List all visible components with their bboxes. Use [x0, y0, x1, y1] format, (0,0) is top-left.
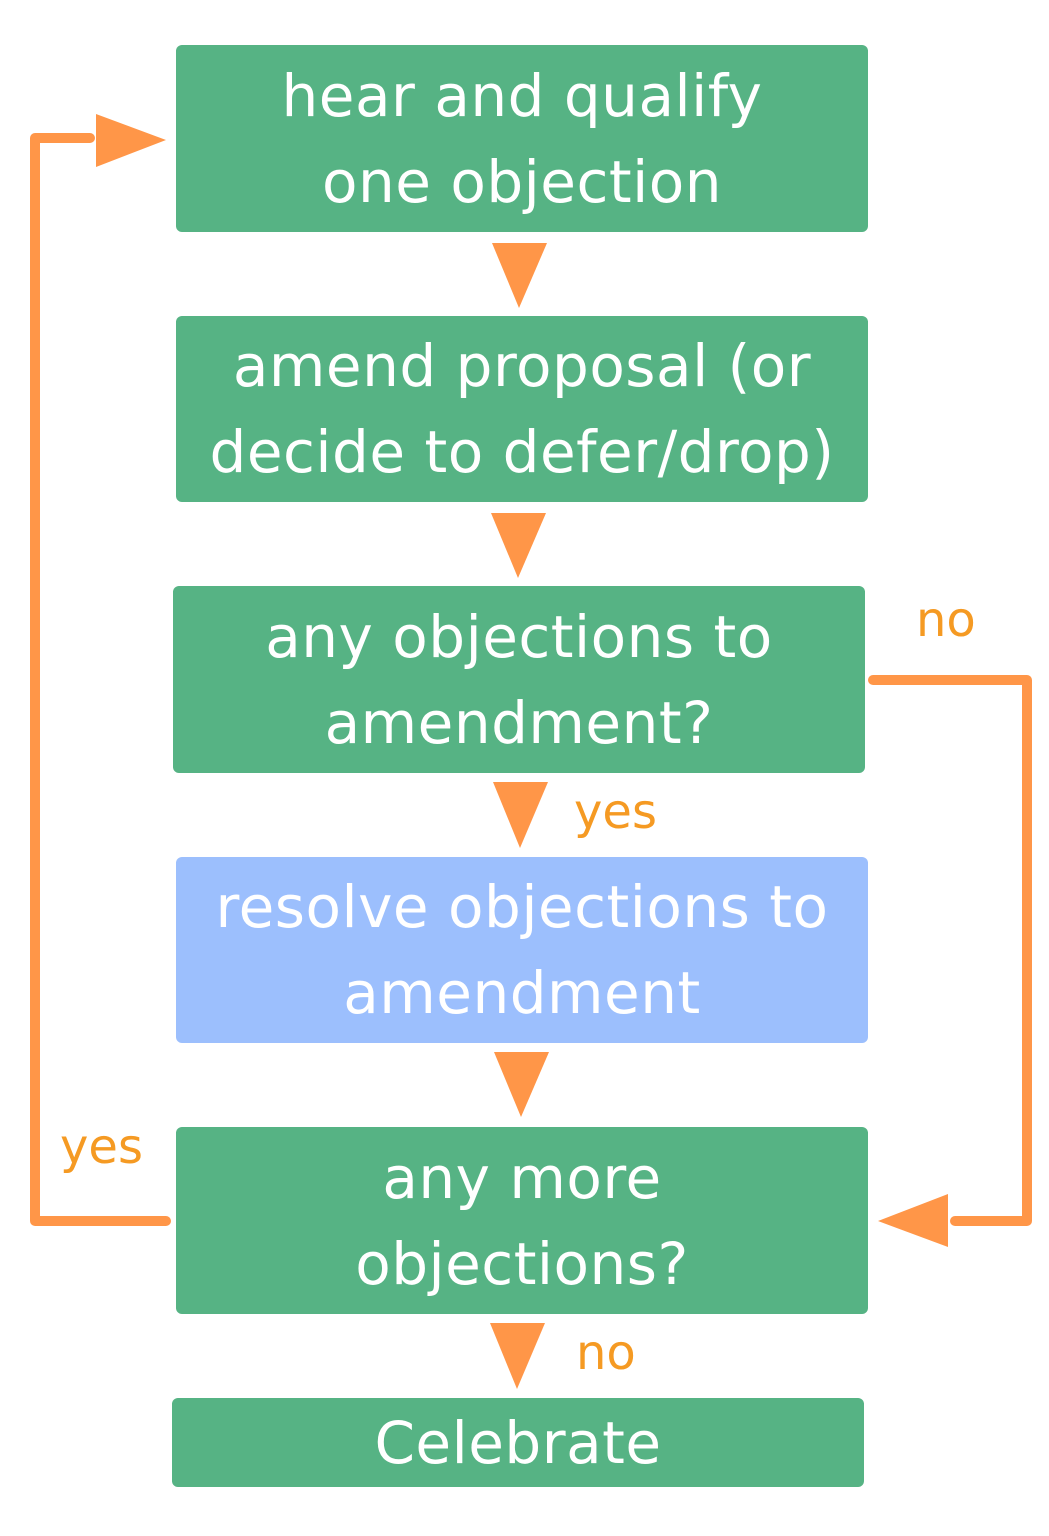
decision-any-objections-to-amendment: any objections to amendment?	[173, 586, 865, 773]
step-resolve-objections: resolve objections to amendment	[176, 857, 868, 1043]
label-no-right: no	[916, 592, 976, 648]
no-connector-line	[868, 675, 1032, 1226]
step-celebrate-text: Celebrate	[374, 1408, 662, 1477]
arrow-down-yes-to-resolve	[493, 782, 548, 848]
decision-any-more-objections: any more objections?	[176, 1127, 868, 1314]
decision-any-objections-line-1: any objections to	[265, 602, 773, 671]
label-yes-down: yes	[574, 784, 657, 840]
step-resolve-line-2: amendment	[343, 959, 701, 1027]
arrow-left-into-any-more	[878, 1194, 948, 1247]
step-hear-line-1: hear and qualify	[281, 61, 763, 130]
step-amend-line-1: amend proposal (or	[232, 332, 812, 400]
label-yes-loop: yes	[60, 1119, 143, 1175]
step-amend-line-2: decide to defer/drop)	[209, 418, 835, 486]
yes-loop-connector-line	[30, 133, 171, 1226]
step-amend-proposal: amend proposal (or decide to defer/drop)	[176, 316, 868, 502]
arrow-down-amend-to-any-objections	[491, 513, 546, 578]
step-hear-line-2: one objection	[322, 147, 722, 216]
arrow-down-resolve-to-any-more	[494, 1052, 549, 1117]
arrow-down-no-to-celebrate	[490, 1323, 545, 1389]
decision-any-more-line-1: any more	[382, 1143, 662, 1212]
step-celebrate: Celebrate	[172, 1398, 864, 1487]
arrow-right-into-hear	[96, 114, 166, 167]
arrow-down-hear-to-amend	[492, 243, 547, 308]
decision-any-objections-line-2: amendment?	[324, 688, 714, 757]
decision-any-more-line-2: objections?	[355, 1229, 689, 1298]
step-resolve-line-1: resolve objections to	[215, 873, 829, 941]
step-hear-and-qualify: hear and qualify one objection	[176, 45, 868, 232]
label-no-down: no	[576, 1325, 636, 1381]
